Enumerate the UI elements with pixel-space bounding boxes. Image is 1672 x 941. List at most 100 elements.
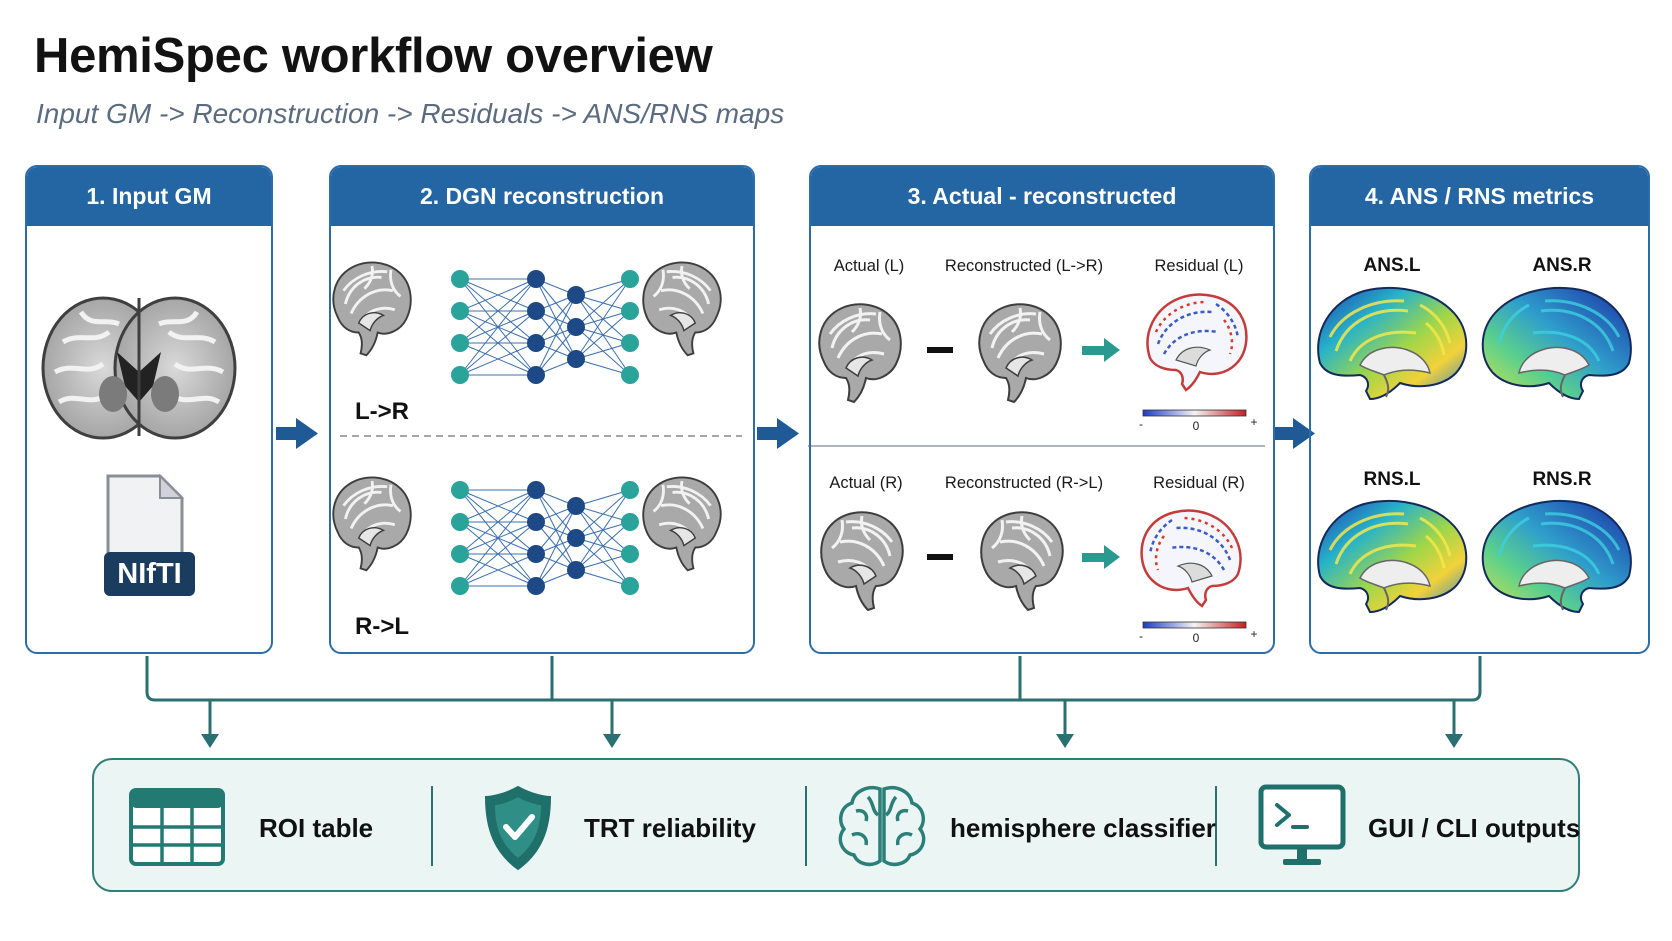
label-actual-right: Actual (R) (829, 474, 903, 492)
label-rns-l: RNS.L (1363, 469, 1421, 490)
brain-rl-input-bottom (331, 476, 413, 572)
network-diagram-bottom (451, 481, 639, 595)
brain-reconstructed-rl (979, 510, 1065, 612)
network-edge (575, 569, 631, 587)
label-actual-left: Actual (L) (833, 257, 905, 275)
colorbar-bottom-max: + (1250, 627, 1258, 641)
label-reconstructed-rl: Reconstructed (R->L) (944, 474, 1104, 492)
network-node (567, 497, 585, 515)
network-edge (459, 489, 537, 523)
minus-sign-top (927, 347, 953, 353)
brain-icon (838, 786, 926, 867)
network-node (567, 350, 585, 368)
output-label-trt-reliability: TRT reliability (584, 813, 756, 843)
colorbar-bottom-min: - (1139, 629, 1143, 643)
network-node (451, 577, 469, 595)
network-edge (535, 505, 577, 587)
network-node (621, 513, 639, 531)
label-ans-r: ANS.R (1532, 255, 1592, 276)
network-edge (459, 489, 537, 587)
teal-arrow-bottom (1082, 545, 1120, 569)
network-diagram-top (451, 270, 639, 384)
output-label-hemisphere-classifier: hemisphere classifier (950, 813, 1216, 843)
network-edge (575, 358, 631, 376)
network-node (567, 286, 585, 304)
flow-arrow-2 (757, 418, 799, 449)
network-node (621, 302, 639, 320)
network-node (527, 366, 545, 384)
colorbar-top (1142, 409, 1247, 417)
network-node (621, 270, 639, 288)
terminal-monitor-icon (1258, 784, 1346, 865)
network-edge (459, 278, 537, 312)
brain-actual-right (819, 510, 905, 612)
network-edge (459, 553, 537, 587)
network-node (527, 302, 545, 320)
brain-lr-input-top (331, 261, 413, 357)
coronal-brain-graphic (41, 296, 237, 440)
network-edge (459, 310, 537, 376)
network-node (451, 366, 469, 384)
brain-reconstructed-lr (977, 302, 1063, 404)
network-node (621, 366, 639, 384)
network-edge (575, 278, 631, 296)
network-edge (535, 326, 577, 376)
colorbar-top-max: + (1250, 415, 1258, 429)
brain-rl-output-bottom (641, 476, 723, 572)
brain-actual-left (817, 302, 903, 404)
output-label-gui-cli: GUI / CLI outputs (1368, 813, 1581, 843)
colorbar-top-min: - (1139, 417, 1143, 431)
network-edge (535, 537, 577, 587)
network-edge (459, 278, 537, 376)
label-reconstructed-lr: Reconstructed (L->R) (944, 257, 1104, 275)
network-node (527, 334, 545, 352)
network-node (451, 481, 469, 499)
network-node (527, 513, 545, 531)
network-edge (575, 553, 631, 571)
network-edge (535, 294, 577, 344)
brain-lr-output-top (641, 261, 723, 357)
residual-brain-right (1140, 509, 1242, 608)
flow-arrow-3 (1273, 418, 1315, 449)
network-edge (575, 489, 631, 571)
connector-arrowheads (201, 734, 1463, 748)
network-node (451, 513, 469, 531)
network-node (621, 481, 639, 499)
table-icon (129, 788, 225, 866)
label-rns-r: RNS.R (1532, 469, 1592, 490)
network-node (527, 481, 545, 499)
network-node (621, 334, 639, 352)
network-node (527, 577, 545, 595)
network-edge (575, 278, 631, 360)
network-edge (575, 342, 631, 360)
network-node (567, 561, 585, 579)
network-edge (575, 278, 631, 328)
network-edge (575, 489, 631, 507)
page-title: HemiSpec workflow overview (34, 29, 713, 83)
rns-right-map (1481, 499, 1633, 614)
page-subtitle: Input GM -> Reconstruction -> Residuals … (36, 98, 785, 129)
network-edge (535, 294, 577, 376)
network-node (567, 318, 585, 336)
connector-lines (145, 656, 1482, 736)
ans-left-map (1316, 286, 1468, 401)
network-node (527, 545, 545, 563)
network-node (451, 302, 469, 320)
shield-check-icon (484, 785, 552, 871)
network-edge (459, 521, 537, 587)
label-residual-right: Residual (R) (1153, 474, 1245, 492)
rns-left-map (1316, 499, 1468, 614)
nifti-badge: NIfTI (104, 552, 195, 596)
network-node (527, 270, 545, 288)
network-node (567, 529, 585, 547)
network-edge (575, 310, 631, 360)
network-edge (535, 505, 577, 555)
ans-right-map (1481, 286, 1633, 401)
network-edge (459, 278, 537, 344)
network-node (621, 577, 639, 595)
network-edge (459, 342, 537, 376)
colorbar-top-mid: 0 (1192, 419, 1200, 433)
residual-brain-left (1146, 293, 1248, 392)
network-node (451, 334, 469, 352)
